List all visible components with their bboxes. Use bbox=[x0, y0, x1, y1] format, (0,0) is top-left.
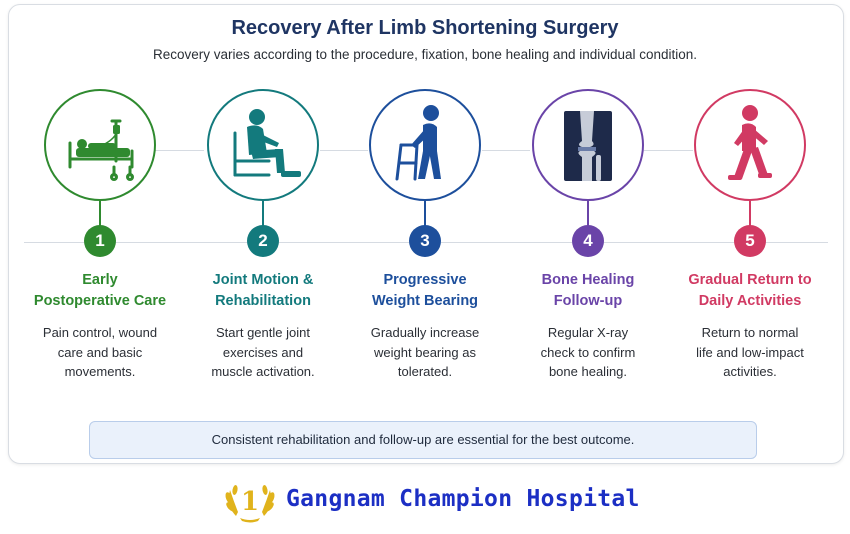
step-2-heading: Joint Motion & Rehabilitation bbox=[178, 270, 348, 312]
connector-line bbox=[141, 150, 204, 151]
step-3-description-line: weight bearing as bbox=[374, 344, 476, 360]
step-1-number-badge: 1 bbox=[84, 225, 116, 257]
step-4-heading-line: Follow-up bbox=[553, 293, 623, 309]
step-5-number-badge: 5 bbox=[734, 225, 766, 257]
step-3-description-line: Gradually increase bbox=[370, 325, 480, 340]
step-2-description: Start gentle joint exercises and muscle … bbox=[188, 323, 338, 382]
step-5-description: Return to normal life and low-impact act… bbox=[675, 323, 825, 382]
step-2: 2 Joint Motion & Rehabilitation Start ge… bbox=[178, 0, 348, 400]
step-1: 1 Early Postoperative Care Pain control,… bbox=[15, 0, 185, 400]
step-1-heading-line: Early bbox=[82, 272, 118, 288]
hospital-branding: 1 Gangnam Champion Hospital bbox=[222, 476, 652, 524]
step-1-description-line: Pain control, wound bbox=[42, 325, 158, 340]
step-4: 4 Bone Healing Follow-up Regular X-ray c… bbox=[503, 0, 673, 400]
connector-line bbox=[320, 150, 368, 151]
laurel-logo-icon: 1 bbox=[225, 485, 275, 523]
knee-xray-icon bbox=[564, 111, 612, 181]
step-5-icon-circle bbox=[694, 89, 806, 201]
step-1-description: Pain control, wound care and basic movem… bbox=[25, 323, 175, 382]
step-1-heading-line: Postoperative Care bbox=[33, 293, 167, 309]
step-5-connector bbox=[749, 201, 751, 227]
step-4-description-line: check to confirm bbox=[540, 344, 636, 360]
step-2-description-line: muscle activation. bbox=[211, 364, 315, 379]
step-5: 5 Gradual Return to Daily Activities Ret… bbox=[665, 0, 835, 400]
step-2-connector bbox=[262, 201, 264, 227]
step-1-heading: Early Postoperative Care bbox=[15, 270, 185, 312]
step-3-description: Gradually increase weight bearing as tol… bbox=[350, 323, 500, 382]
step-3: 3 Progressive Weight Bearing Gradually i… bbox=[340, 0, 510, 400]
step-4-heading-line: Bone Healing bbox=[541, 272, 635, 288]
step-4-heading: Bone Healing Follow-up bbox=[503, 270, 673, 312]
step-3-heading-line: Weight Bearing bbox=[371, 293, 479, 309]
step-3-connector bbox=[424, 201, 426, 227]
step-5-description-line: activities. bbox=[723, 364, 777, 379]
step-3-heading: Progressive Weight Bearing bbox=[340, 270, 510, 312]
step-4-description: Regular X-ray check to confirm bone heal… bbox=[513, 323, 663, 382]
summary-note: Consistent rehabilitation and follow-up … bbox=[89, 421, 757, 459]
step-5-heading: Gradual Return to Daily Activities bbox=[665, 270, 835, 312]
step-5-heading-line: Gradual Return to bbox=[688, 272, 812, 288]
step-2-description-line: Start gentle joint bbox=[216, 325, 310, 340]
step-2-heading-line: Joint Motion & bbox=[212, 272, 314, 288]
step-4-icon-circle bbox=[532, 89, 644, 201]
step-3-heading-line: Progressive bbox=[383, 272, 467, 288]
connector-line bbox=[644, 150, 693, 151]
step-5-description-line: life and low-impact bbox=[696, 344, 804, 360]
walking-person-icon bbox=[728, 105, 772, 180]
logo-digit: 1 bbox=[241, 487, 259, 517]
step-1-description-line: movements. bbox=[64, 364, 136, 379]
step-5-heading-line: Daily Activities bbox=[698, 293, 802, 309]
step-2-heading-line: Rehabilitation bbox=[215, 293, 311, 309]
walker-icon bbox=[395, 105, 441, 181]
step-4-description-line: bone healing. bbox=[548, 364, 628, 379]
hospital-name: Gangnam Champion Hospital bbox=[286, 486, 640, 512]
step-5-description-line: Return to normal bbox=[701, 325, 799, 340]
step-2-icon-circle bbox=[207, 89, 319, 201]
step-2-description-line: exercises and bbox=[222, 344, 304, 360]
seated-exercise-icon bbox=[233, 109, 301, 177]
step-3-number-badge: 3 bbox=[409, 225, 441, 257]
step-3-icon-circle bbox=[369, 89, 481, 201]
hospital-bed-icon bbox=[68, 119, 134, 181]
step-3-description-line: tolerated. bbox=[397, 364, 453, 379]
step-1-connector bbox=[99, 201, 101, 227]
step-4-description-line: Regular X-ray bbox=[547, 325, 629, 340]
step-1-icon-circle bbox=[44, 89, 156, 201]
connector-line bbox=[482, 150, 530, 151]
step-1-description-line: care and basic bbox=[57, 344, 143, 360]
page-subtitle: Recovery varies according to the procedu… bbox=[152, 47, 698, 62]
step-4-connector bbox=[587, 201, 589, 227]
step-4-number-badge: 4 bbox=[572, 225, 604, 257]
page-title: Recovery After Limb Shortening Surgery bbox=[231, 17, 619, 39]
step-2-number-badge: 2 bbox=[247, 225, 279, 257]
